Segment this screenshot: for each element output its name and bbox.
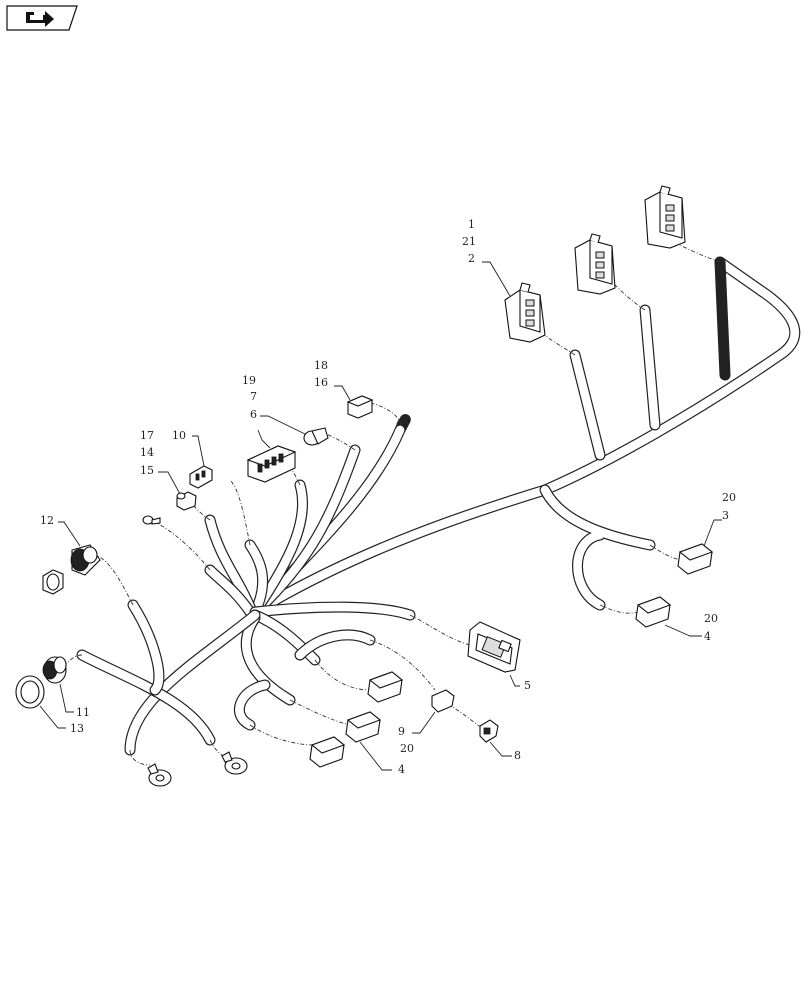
- callout-18: 18: [314, 359, 328, 372]
- connector-3: [677, 543, 714, 575]
- connector-7: [303, 427, 329, 446]
- callout-20-a: 20: [722, 491, 736, 504]
- callout-3: 3: [722, 509, 729, 522]
- callout-12: 12: [40, 514, 54, 527]
- connector-11: [15, 656, 67, 709]
- callout-labels: 1 21 2 18 16 19 7 6 17 10 14 15 12 20 3 …: [40, 218, 736, 776]
- callout-17: 17: [140, 429, 154, 442]
- connector-12: [42, 544, 101, 595]
- connector-10: [189, 465, 213, 489]
- callout-15: 15: [140, 464, 154, 477]
- connector-upper-mid: [574, 233, 616, 295]
- connector-4-lower: [345, 711, 382, 743]
- callout-6: 6: [250, 408, 257, 421]
- callout-2: 2: [468, 252, 475, 265]
- connector-upper-lower-mid: [367, 671, 404, 703]
- ring-terminal-lower-right: [221, 751, 248, 775]
- callout-1: 1: [468, 218, 475, 231]
- connector-8: [479, 719, 499, 743]
- callout-10: 10: [172, 429, 186, 442]
- callout-7: 7: [250, 390, 257, 403]
- connector-upper-right: [644, 185, 686, 249]
- connector-2: [504, 282, 546, 343]
- callout-13: 13: [70, 722, 84, 735]
- connector-lower-left-box: [309, 736, 346, 768]
- callout-4-a: 4: [704, 630, 711, 643]
- connector-6: [246, 445, 297, 483]
- connector-9: [431, 689, 455, 713]
- callout-4-b: 4: [398, 763, 405, 776]
- callout-20-b: 20: [704, 612, 718, 625]
- connector-15: [176, 491, 197, 511]
- callout-21: 21: [462, 235, 476, 248]
- callout-16: 16: [314, 376, 328, 389]
- callout-9: 9: [398, 725, 405, 738]
- ring-terminal-upper: [142, 515, 161, 525]
- callout-14: 14: [140, 446, 154, 459]
- harness-wires: [76, 256, 801, 756]
- connector-16: [346, 395, 374, 419]
- connector-4-right: [635, 596, 672, 628]
- ring-terminal-lower-left: [147, 763, 172, 787]
- connector-5: [467, 621, 521, 673]
- nav-back-button[interactable]: [6, 5, 78, 31]
- callout-20-c: 20: [400, 742, 414, 755]
- callout-5: 5: [524, 679, 531, 692]
- callout-11: 11: [76, 706, 90, 719]
- return-arrow-icon: [26, 11, 54, 27]
- callout-8: 8: [514, 749, 521, 762]
- callout-19: 19: [242, 374, 256, 387]
- leader-lines: [39, 261, 722, 771]
